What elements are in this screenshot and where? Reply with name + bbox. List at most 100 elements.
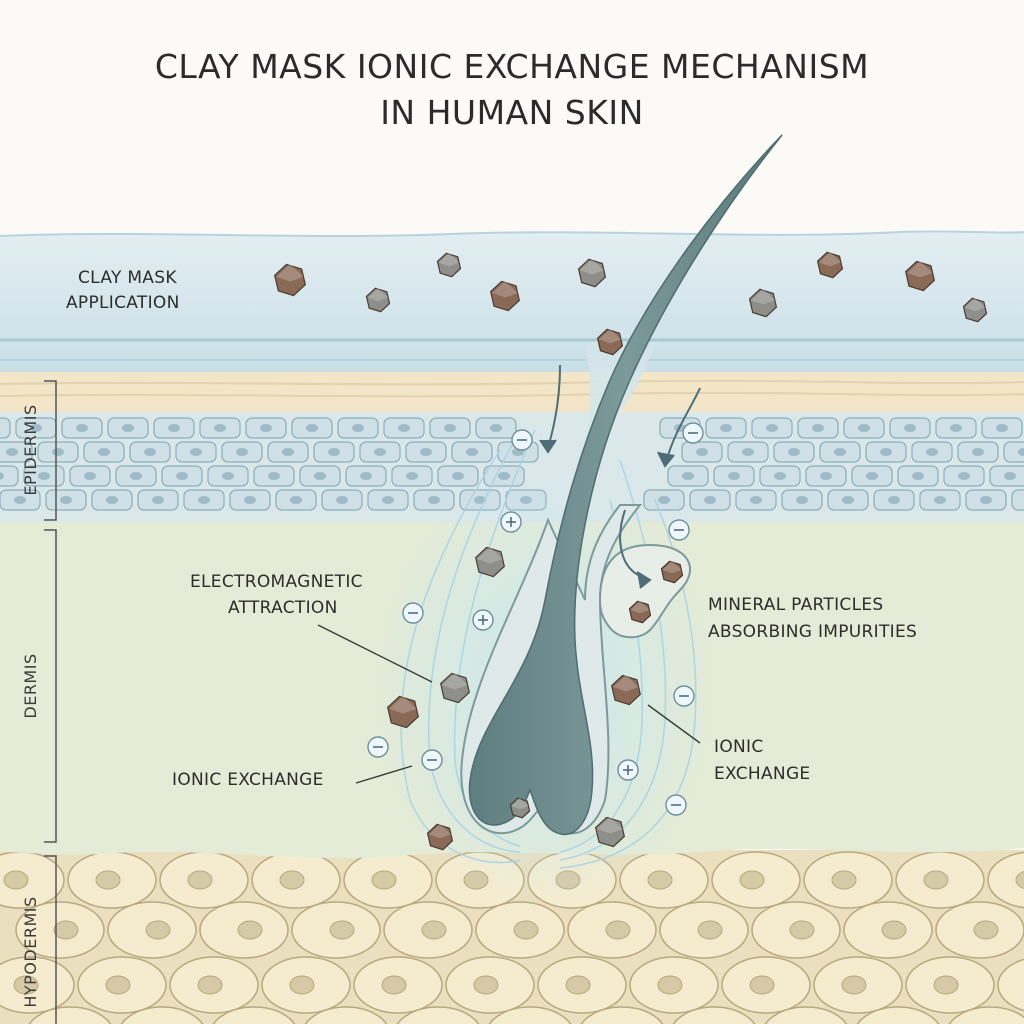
- label-electromagnetic-line1: ELECTROMAGNETIC: [190, 572, 363, 592]
- label-epidermis: EPIDERMIS: [21, 404, 40, 495]
- cell-nucleus: [766, 424, 778, 432]
- cell-nucleus: [222, 472, 234, 480]
- cell-nucleus: [820, 472, 832, 480]
- fat-cell: [997, 958, 1024, 1012]
- fat-cell-nucleus: [1015, 870, 1024, 890]
- label-clay-mask-line1: CLAY MASK: [78, 268, 177, 288]
- mineral-particle: [436, 252, 462, 278]
- mineral-particle: [577, 258, 607, 288]
- fat-cell: [488, 1006, 572, 1024]
- mineral-particle: [628, 600, 652, 624]
- fat-cell-nucleus: [289, 975, 315, 995]
- fat-cell-nucleus: [53, 920, 79, 940]
- negative-ion-icon: [682, 422, 704, 444]
- label-ionic-right-line2: EXCHANGE: [714, 764, 810, 784]
- cell-nucleus: [888, 496, 900, 504]
- fat-cell-nucleus: [697, 920, 723, 940]
- cell-nucleus: [950, 424, 962, 432]
- cell-nucleus: [198, 496, 210, 504]
- fat-cell: [580, 1006, 664, 1024]
- cell-nucleus: [934, 496, 946, 504]
- cell-nucleus: [0, 472, 4, 480]
- fat-cell-nucleus: [647, 870, 673, 890]
- arrow-right-down: [665, 387, 701, 463]
- cell-nucleus: [152, 496, 164, 504]
- cell-nucleus: [14, 496, 26, 504]
- flow-arrows: [539, 364, 701, 589]
- cell-nucleus: [130, 472, 142, 480]
- title-line2: IN HUMAN SKIN: [380, 93, 644, 132]
- mineral-particle: [509, 797, 531, 819]
- fat-cell: [987, 851, 1024, 909]
- cell-nucleus: [52, 448, 64, 456]
- fat-cell-nucleus: [13, 975, 39, 995]
- positive-ion-icon: [472, 609, 494, 631]
- fat-cell-nucleus: [421, 920, 447, 940]
- fat-cell-nucleus: [739, 870, 765, 890]
- cell-nucleus: [382, 496, 394, 504]
- mineral-particle: [387, 695, 419, 729]
- cell-nucleus: [306, 424, 318, 432]
- fat-cell-nucleus: [3, 870, 29, 890]
- label-mineral-line1: MINERAL PARTICLES: [708, 595, 884, 615]
- negative-ion-icon: [673, 685, 695, 707]
- cell-nucleus: [236, 448, 248, 456]
- cell-nucleus: [866, 472, 878, 480]
- fat-cell: [948, 1006, 1024, 1024]
- cell-nucleus: [144, 448, 156, 456]
- cell-nucleus: [60, 496, 72, 504]
- fat-cell-nucleus: [237, 920, 263, 940]
- cell-nucleus: [774, 472, 786, 480]
- ions: [367, 422, 704, 816]
- cell-nucleus: [696, 448, 708, 456]
- label-electromagnetic-line2: ATTRACTION: [228, 598, 338, 618]
- title-line1: CLAY MASK IONIC EXCHANGE MECHANISM: [154, 47, 870, 86]
- mineral-particle: [596, 328, 624, 356]
- cell-nucleus: [38, 472, 50, 480]
- negative-ion-icon: [421, 749, 443, 771]
- epidermis-cell: [0, 417, 11, 439]
- mineral-particle: [611, 674, 641, 706]
- mineral-particle: [748, 288, 778, 318]
- mineral-particle: [426, 823, 454, 851]
- fat-cell: [120, 1006, 204, 1024]
- cell-nucleus: [490, 424, 502, 432]
- mineral-particle: [475, 546, 505, 578]
- fat-cell-nucleus: [973, 920, 999, 940]
- fat-cell: [764, 1006, 848, 1024]
- fat-cell-nucleus: [565, 975, 591, 995]
- cell-nucleus: [466, 448, 478, 456]
- epidermis-cell: [1003, 441, 1024, 463]
- cell-nucleus: [1018, 448, 1024, 456]
- cell-nucleus: [880, 448, 892, 456]
- fat-cell-nucleus: [95, 870, 121, 890]
- cell-nucleus: [972, 448, 984, 456]
- mineral-particle: [274, 263, 306, 297]
- fat-cell-nucleus: [605, 920, 631, 940]
- fat-cell-nucleus: [881, 920, 907, 940]
- positive-ion-icon: [500, 511, 522, 533]
- cell-nucleus: [328, 448, 340, 456]
- cell-nucleus: [106, 496, 118, 504]
- cell-nucleus: [452, 472, 464, 480]
- cell-nucleus: [398, 424, 410, 432]
- fat-cell-nucleus: [145, 920, 171, 940]
- label-ionic-right-line1: IONIC: [714, 737, 764, 757]
- cell-nucleus: [122, 424, 134, 432]
- negative-ion-icon: [668, 519, 690, 541]
- hair-shaft[interactable]: [468, 134, 783, 835]
- fat-cell-nucleus: [789, 920, 815, 940]
- fat-cell-nucleus: [473, 975, 499, 995]
- cell-nucleus: [168, 424, 180, 432]
- label-ionic-exchange-left: IONIC EXCHANGE: [172, 770, 324, 790]
- negative-ion-icon: [367, 736, 389, 758]
- label-clay-mask-line2: APPLICATION: [66, 293, 180, 313]
- stratum-corneum: [0, 372, 1024, 412]
- cell-nucleus: [1004, 472, 1016, 480]
- cell-nucleus: [812, 424, 824, 432]
- fat-cell-nucleus: [923, 870, 949, 890]
- cell-nucleus: [926, 448, 938, 456]
- cell-nucleus: [6, 448, 18, 456]
